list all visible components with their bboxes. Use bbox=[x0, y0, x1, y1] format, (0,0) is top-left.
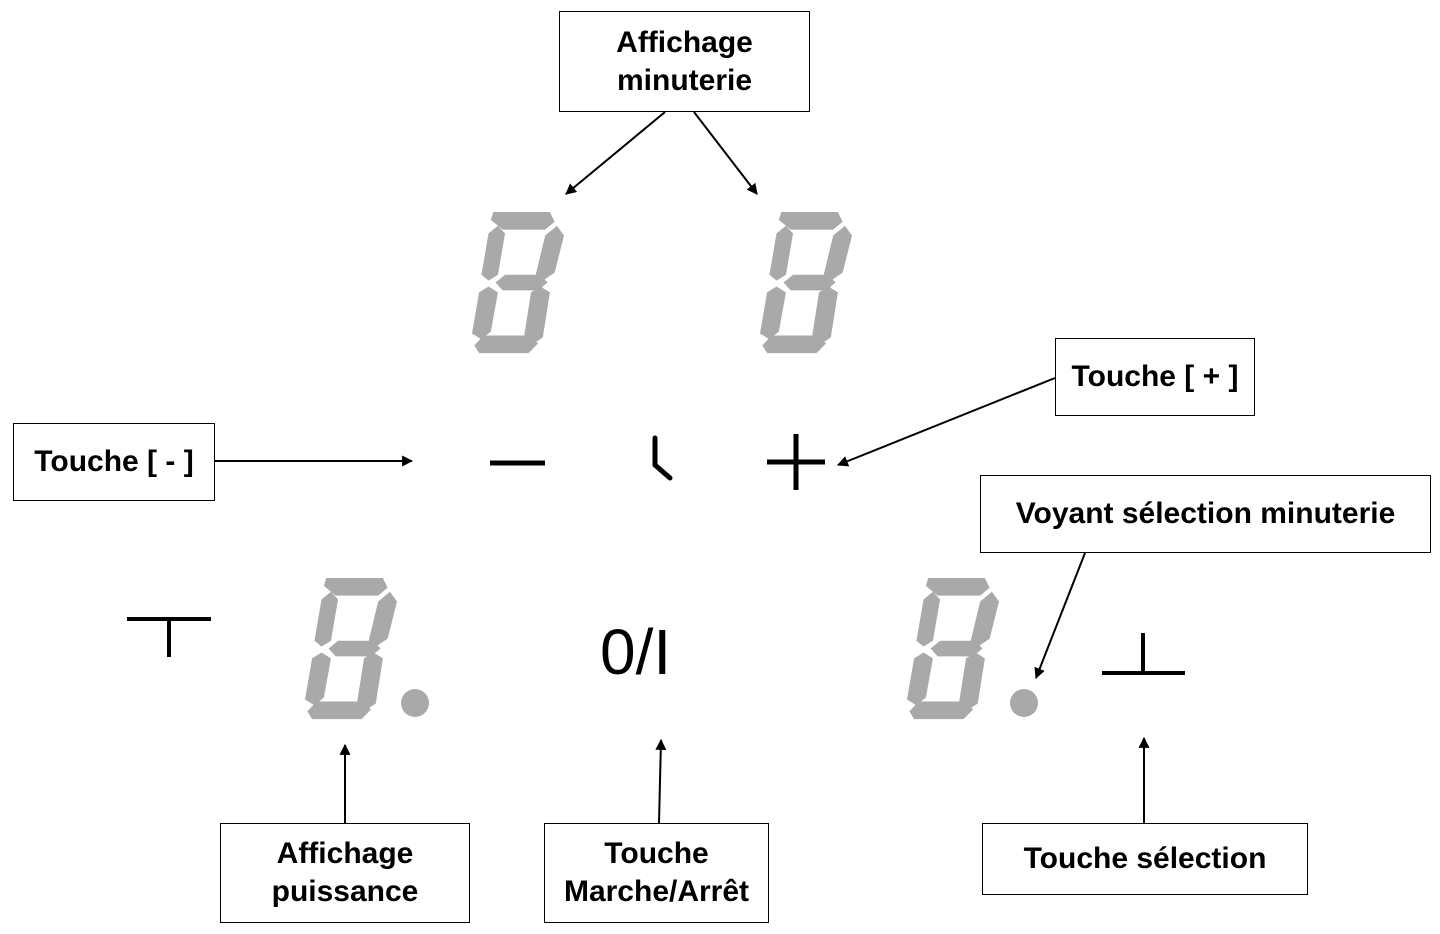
power-decimal-point bbox=[401, 689, 429, 717]
selection-key-label: Touche sélection bbox=[982, 823, 1308, 895]
onoff-key-label-line2: Marche/Arrêt bbox=[563, 875, 750, 908]
timer-display-label-line2: minuterie bbox=[616, 63, 753, 97]
arrow-timer-right bbox=[693, 111, 758, 195]
right-digit bbox=[907, 578, 1000, 720]
timer-digit-left bbox=[472, 212, 565, 354]
arrow-timer-led bbox=[1034, 552, 1086, 680]
clock-icon bbox=[652, 435, 673, 481]
selection-key[interactable] bbox=[1102, 633, 1185, 675]
onoff-key-label-line1: Touche bbox=[604, 837, 709, 870]
power-display-label: Affichage puissance bbox=[220, 823, 470, 923]
timer-display-label-line1: Affichage bbox=[616, 25, 753, 59]
left-selection-key[interactable] bbox=[127, 617, 211, 657]
arrow-plus-key bbox=[836, 377, 1056, 467]
timer-digit-right bbox=[760, 212, 853, 354]
arrow-timer-left bbox=[565, 111, 666, 195]
power-display-label-line1: Affichage bbox=[276, 837, 414, 870]
selection-key-label-text: Touche sélection bbox=[1023, 842, 1267, 875]
plus-key-label: Touche [ + ] bbox=[1055, 338, 1255, 416]
minus-key-label: Touche [ - ] bbox=[13, 423, 215, 501]
timer-selection-led bbox=[1010, 689, 1038, 717]
timer-display-label: Affichage minuterie bbox=[559, 11, 810, 112]
timer-led-label: Voyant sélection minuterie bbox=[980, 475, 1431, 553]
minus-key-label-text: Touche [ - ] bbox=[34, 445, 194, 478]
plus-key[interactable] bbox=[767, 434, 825, 490]
onoff-key[interactable]: 0/I bbox=[600, 616, 672, 688]
plus-key-label-text: Touche [ + ] bbox=[1071, 360, 1239, 393]
onoff-key-label: Touche Marche/Arrêt bbox=[544, 823, 769, 923]
timer-led-label-text: Voyant sélection minuterie bbox=[1015, 497, 1396, 530]
arrows bbox=[215, 111, 1150, 824]
power-display-label-line2: puissance bbox=[271, 875, 419, 908]
arrow-onoff-key bbox=[655, 738, 667, 824]
power-digit bbox=[305, 578, 398, 720]
